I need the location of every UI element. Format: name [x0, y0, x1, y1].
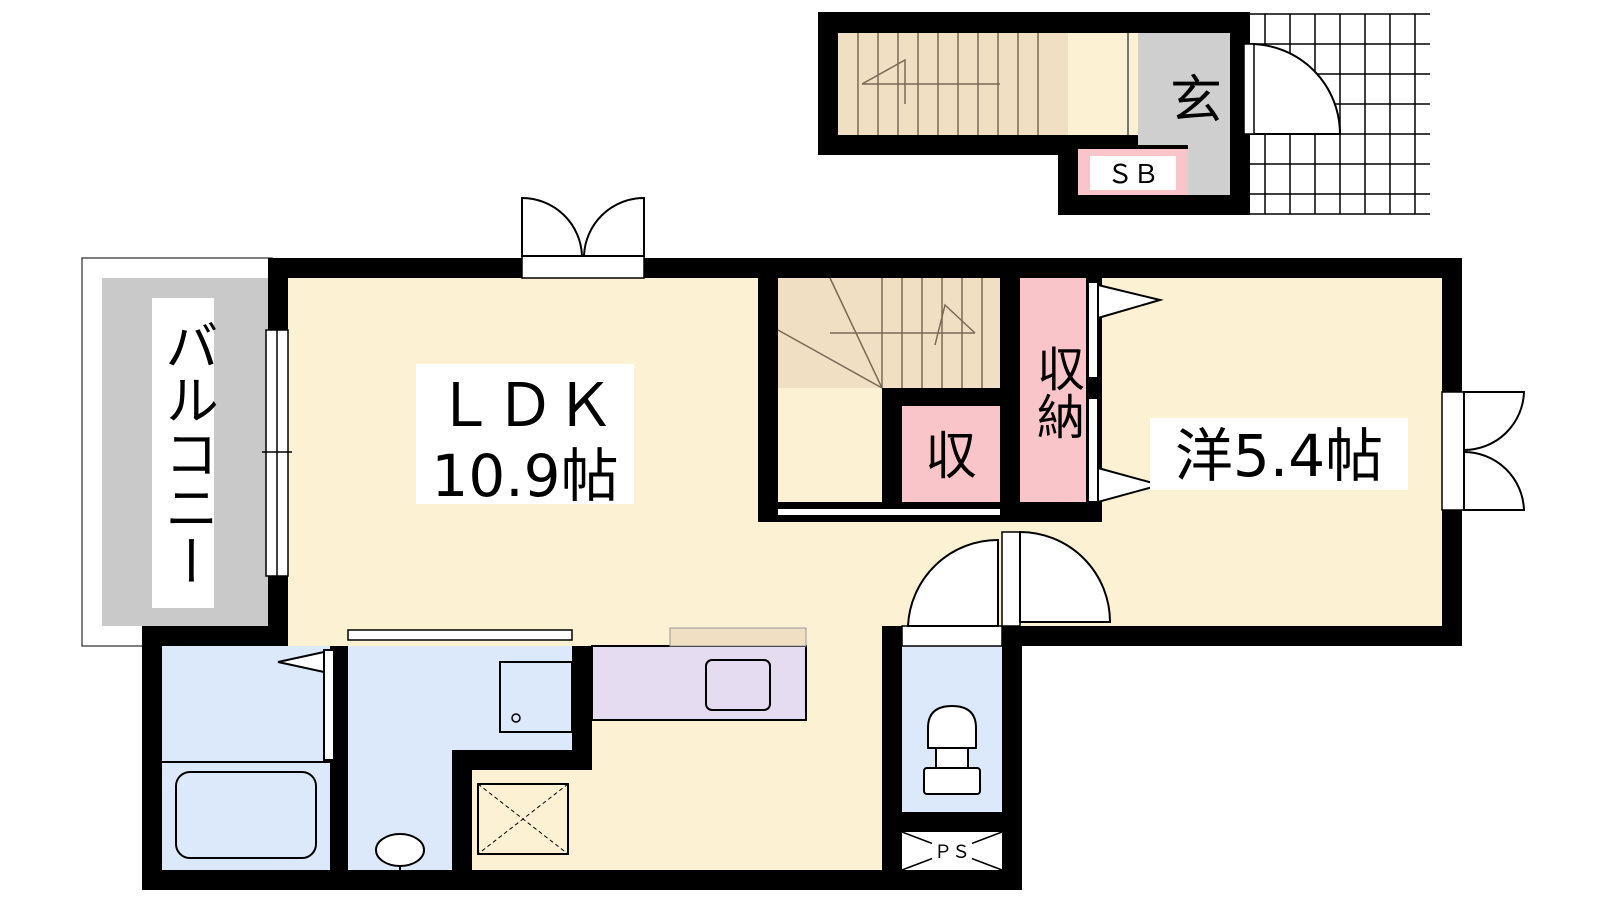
door-swing-icon — [1087, 281, 1164, 504]
toilet-icon — [923, 704, 981, 795]
balcony-window — [262, 329, 292, 577]
door-swing-icon — [1441, 391, 1526, 511]
door-swing-icon — [277, 649, 335, 761]
entrance-label: 玄 — [1170, 71, 1222, 131]
shoe-box-label: ＳＢ — [1107, 160, 1159, 190]
door-swing-icon — [901, 538, 1003, 647]
storage-small-label: 収 — [925, 427, 977, 487]
door-swing-icon — [1001, 530, 1112, 627]
sink-icon — [705, 659, 771, 711]
door-swing-icon — [1243, 42, 1342, 135]
washer-pan-icon — [499, 661, 573, 733]
storage-small — [902, 406, 1000, 502]
storage-closet-label: 収納 — [1028, 344, 1084, 440]
kitchen-counter — [591, 645, 807, 721]
stair-icon — [777, 277, 983, 389]
door-swing-icon — [521, 196, 645, 279]
ldk-name: ＬＤＫ — [435, 371, 615, 441]
western-room-label: 洋5.4帖 — [1175, 422, 1383, 490]
balcony-label: バルコニー — [155, 318, 218, 588]
stair-icon — [857, 33, 1039, 135]
pipe-space-label: ＰＳ — [934, 842, 970, 863]
ldk-size: 10.9帖 — [431, 442, 618, 510]
upper-landing — [1068, 33, 1138, 135]
bathtub-icon — [175, 771, 317, 859]
stove-icon — [477, 783, 569, 855]
sink-icon — [375, 833, 425, 874]
storage-closet — [1020, 278, 1086, 502]
